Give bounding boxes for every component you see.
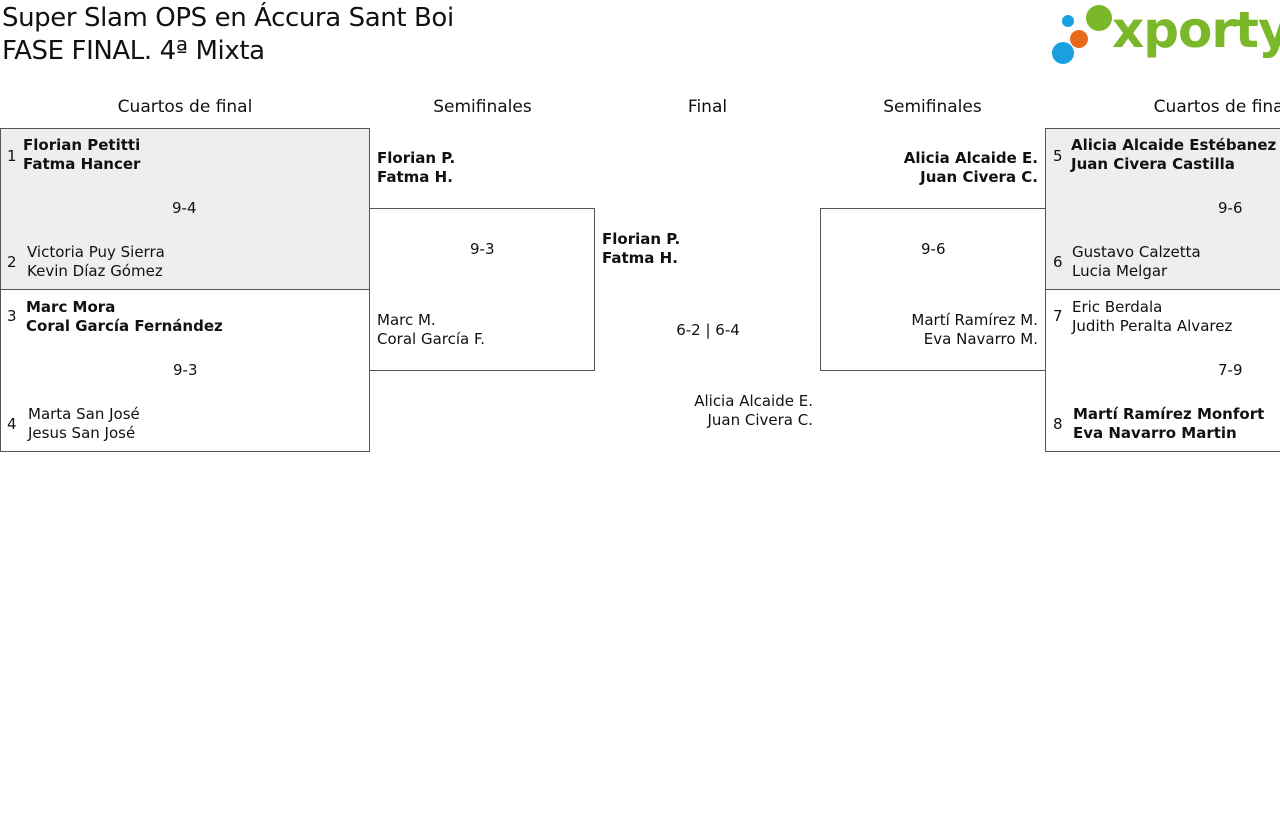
xporty-logo: xporty [1050, 1, 1280, 68]
seed-number: 5 [1053, 147, 1063, 165]
logo-dot-blue-small [1062, 15, 1074, 27]
player-name: Eva Navarro Martin [1073, 424, 1237, 442]
match-score: 9-6 [1218, 199, 1243, 217]
column-header-final: Final [687, 97, 728, 117]
logo-dot-orange [1070, 30, 1088, 48]
semi-right-top-player2: Juan Civera C. [920, 168, 1038, 186]
column-header-left-semis: Semifinales [433, 97, 532, 117]
player-name: Fatma Hancer [23, 155, 141, 173]
seed-number: 4 [7, 415, 17, 433]
player-name: Marta San José [28, 405, 140, 423]
player-name: Juan Civera Castilla [1071, 155, 1235, 173]
player-name: Eva Navarro M. [923, 330, 1038, 348]
logo-dot-green [1086, 5, 1112, 31]
player-name: Kevin Díaz Gómez [27, 262, 163, 280]
final-bottom-player1: Alicia Alcaide E. [694, 392, 813, 410]
semi-right-top-player1: Alicia Alcaide E. [903, 149, 1038, 167]
player-name: Florian Petitti [23, 136, 141, 154]
match-box-qf-4: 7 Eric Berdala Judith Peralta Alvarez 7-… [1045, 289, 1280, 452]
seed-number: 6 [1053, 253, 1063, 271]
match-box-sf-right: 9-6 Martí Ramírez M. Eva Navarro M. [820, 208, 1046, 371]
player-name: Jesus San José [28, 424, 136, 442]
page-title: Super Slam OPS en Áccura Sant Boi [2, 3, 454, 33]
match-score: 9-4 [172, 199, 197, 217]
match-score: 7-9 [1218, 361, 1243, 379]
seed-number: 8 [1053, 415, 1063, 433]
column-header-left-quarters: Cuartos de final [117, 97, 253, 117]
player-name: Lucia Melgar [1072, 262, 1168, 280]
player-name: Victoria Puy Sierra [27, 243, 165, 261]
player-name: Coral García F. [377, 330, 485, 348]
semi-left-top-player2: Fatma H. [377, 168, 453, 186]
match-box-qf-1: 1 Florian Petitti Fatma Hancer 9-4 2 Vic… [0, 128, 370, 290]
column-header-right-semis: Semifinales [883, 97, 982, 117]
column-header-right-quarters: Cuartos de final [1153, 97, 1280, 117]
seed-number: 1 [7, 147, 17, 165]
match-box-qf-2: 3 Marc Mora Coral García Fernández 9-3 4… [0, 289, 370, 452]
semi-left-top-player1: Florian P. [377, 149, 456, 167]
player-name: Martí Ramírez Monfort [1073, 405, 1265, 423]
player-name: Marc Mora [26, 298, 116, 316]
match-score: 9-3 [173, 361, 198, 379]
player-name: Marc M. [377, 311, 436, 329]
final-bottom-player2: Juan Civera C. [707, 411, 813, 429]
match-score: 9-6 [921, 240, 946, 258]
match-score: 9-3 [470, 240, 495, 258]
player-name: Martí Ramírez M. [911, 311, 1038, 329]
player-name: Eric Berdala [1072, 298, 1163, 316]
player-name: Coral García Fernández [26, 317, 223, 335]
final-score: 6-2 | 6-4 [676, 321, 740, 339]
seed-number: 2 [7, 253, 17, 271]
player-name: Gustavo Calzetta [1072, 243, 1201, 261]
seed-number: 7 [1053, 307, 1063, 325]
final-top-player2: Fatma H. [602, 249, 678, 267]
player-name: Judith Peralta Alvarez [1072, 317, 1233, 335]
player-name: Alicia Alcaide Estébanez [1071, 136, 1277, 154]
seed-number: 3 [7, 307, 17, 325]
logo-dot-blue-large [1052, 42, 1074, 64]
match-box-sf-left: 9-3 Marc M. Coral García F. [369, 208, 595, 371]
page-subtitle: FASE FINAL. 4ª Mixta [2, 36, 265, 66]
logo-wordmark: xporty [1112, 1, 1280, 59]
match-box-qf-3: 5 Alicia Alcaide Estébanez Juan Civera C… [1045, 128, 1280, 290]
final-top-player1: Florian P. [602, 230, 681, 248]
